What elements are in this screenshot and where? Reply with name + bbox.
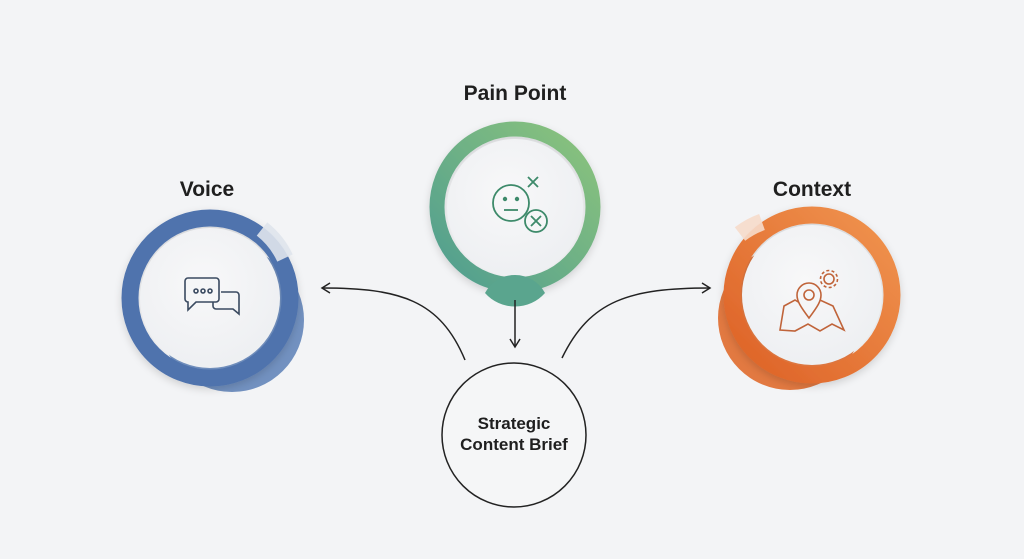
voice-label: Voice bbox=[180, 178, 234, 201]
chat-bubbles-icon bbox=[184, 277, 240, 316]
arrow-to-context bbox=[561, 282, 712, 359]
context-label: Context bbox=[773, 178, 851, 201]
center-label-line1: Strategic bbox=[478, 414, 551, 433]
pain-point-node bbox=[429, 121, 601, 307]
map-pin-gear-icon bbox=[779, 269, 846, 332]
center-label-line2: Content Brief bbox=[460, 435, 568, 454]
voice-node bbox=[121, 209, 304, 392]
arrow-to-voice bbox=[320, 282, 466, 361]
ring-tab bbox=[485, 275, 545, 307]
strategic-content-brief-node: Strategic Content Brief bbox=[441, 362, 587, 508]
neutral-face-with-x-icon bbox=[492, 176, 548, 233]
pain-point-label: Pain Point bbox=[464, 82, 567, 105]
context-node bbox=[718, 206, 901, 390]
